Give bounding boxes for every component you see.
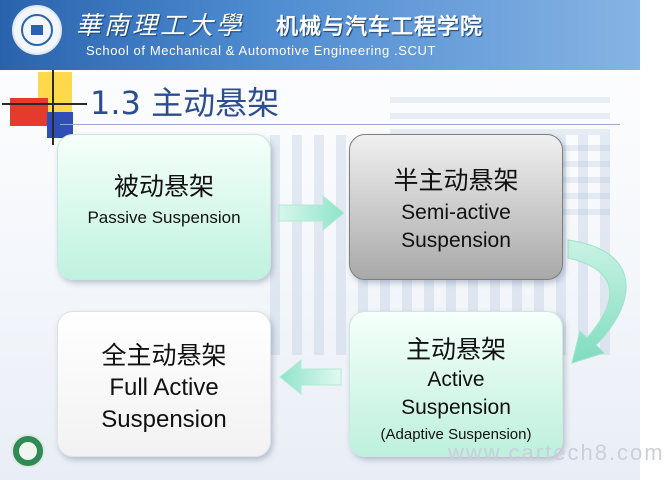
- arrow-curve-icon: [567, 239, 627, 364]
- flow-arrows: [278, 194, 627, 396]
- slide-title: 1.3 主动悬架: [90, 84, 280, 122]
- full-en-label-line1: Full Active: [109, 374, 219, 401]
- full-cn-label: 全主动悬架: [101, 341, 227, 370]
- semi-cn-label: 半主动悬架: [393, 166, 519, 195]
- full-active-suspension-box: 全主动悬架 Full Active Suspension: [57, 311, 271, 457]
- active-cn-label: 主动悬架: [405, 335, 506, 364]
- active-suspension-box: 主动悬架 Active Suspension (Adaptive Suspens…: [349, 311, 563, 457]
- semi-en-label-line1: Semi-active: [401, 201, 511, 224]
- university-name: 華南理工大學: [76, 11, 245, 40]
- school-emblem-icon: [11, 434, 45, 468]
- full-en-label-line2: Suspension: [101, 406, 227, 433]
- decor-vertical-line: [52, 70, 54, 145]
- title-underline: [60, 124, 620, 125]
- header-banner: 華南理工大學 机械与汽车工程学院 School of Mechanical & …: [0, 0, 640, 70]
- school-name-cn: 机械与汽车工程学院: [276, 15, 484, 40]
- arrow-right-icon: [278, 194, 345, 232]
- decor-horizontal-line: [2, 103, 87, 105]
- school-name-en: School of Mechanical & Automotive Engine…: [86, 43, 436, 58]
- passive-suspension-box: 被动悬架 Passive Suspension: [57, 134, 271, 280]
- passive-en-label: Passive Suspension: [87, 208, 241, 227]
- decor-square-blue: [47, 112, 73, 138]
- active-en-label-line2: Suspension: [401, 396, 511, 419]
- semi-en-label-line2: Suspension: [401, 229, 511, 252]
- arrow-left-icon: [279, 358, 342, 396]
- passive-cn-label: 被动悬架: [113, 172, 214, 201]
- active-en-label-line1: Active: [427, 368, 485, 391]
- decor-square-red: [10, 98, 48, 126]
- watermark: www.cartech8.com: [448, 440, 665, 465]
- university-seal-icon: [12, 5, 62, 55]
- semi-active-suspension-box: 半主动悬架 Semi-active Suspension: [349, 134, 563, 280]
- active-en-note: (Adaptive Suspension): [380, 426, 532, 443]
